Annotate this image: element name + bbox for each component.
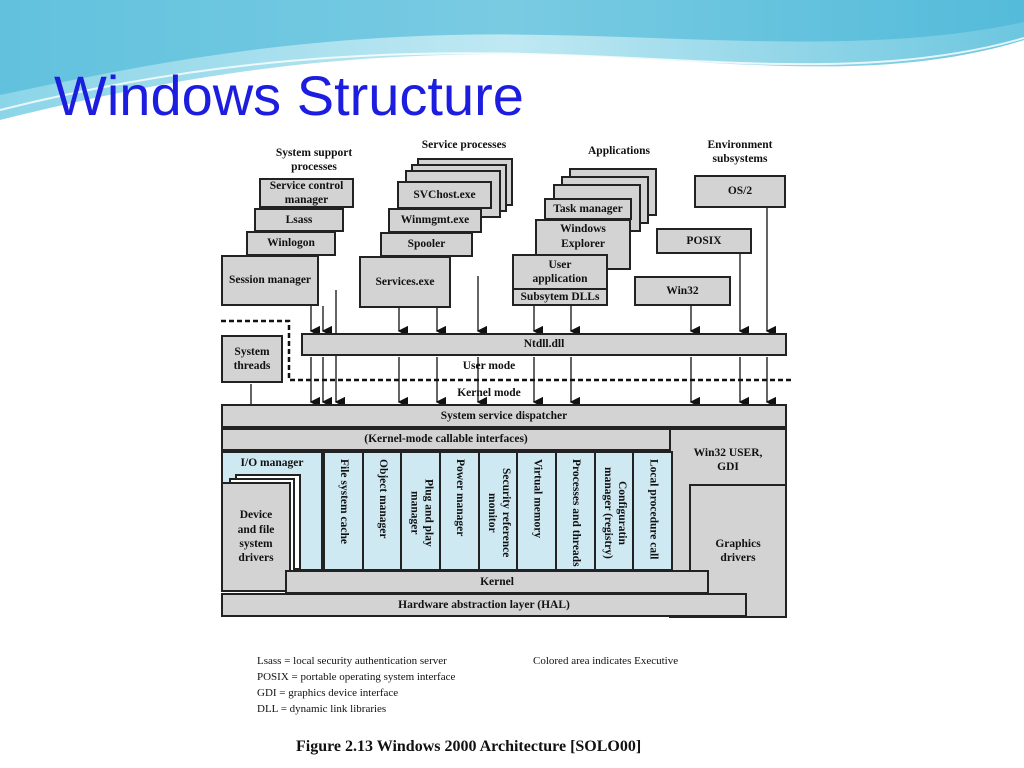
win32-label: Win32 <box>666 284 699 297</box>
session-manager-box: Session manager <box>221 255 319 306</box>
windows-explorer-label: Windows Explorer <box>560 223 606 250</box>
executive-component: Virtual memory <box>516 451 557 571</box>
system-service-dispatcher-bar: System service dispatcher <box>221 404 787 428</box>
executive-component: Local procedure call <box>632 451 673 571</box>
executive-component: Power manager <box>439 451 480 571</box>
device-drivers-box: Device and file system drivers <box>221 482 291 592</box>
service-control-manager-box: Service control manager <box>259 178 354 208</box>
legend: Lsass = local security authentication se… <box>257 654 455 718</box>
user-mode-label: User mode <box>462 360 516 372</box>
win32-box: Win32 <box>634 276 731 306</box>
spooler-label: Spooler <box>407 238 446 251</box>
hal-label: Hardware abstraction layer (HAL) <box>398 598 570 611</box>
winlogon-box: Winlogon <box>246 231 336 256</box>
architecture-diagram: System support processes Service process… <box>199 118 791 768</box>
executive-component-label: Configuratin manager (registry) <box>601 467 628 559</box>
user-application-label: User application <box>532 259 588 286</box>
legend-item: DLL = dynamic link libraries <box>257 702 387 715</box>
executive-components: File system cache Object manager Plug and … <box>323 451 673 571</box>
system-service-dispatcher-label: System service dispatcher <box>440 409 568 422</box>
executive-component-label: Security reference monitor <box>485 468 512 558</box>
legend-item: Lsass = local security authentication se… <box>257 655 447 667</box>
winmgmt-label: Winmgmt.exe <box>400 214 470 227</box>
ntdll-bar: Ntdll.dll <box>301 333 787 356</box>
services-exe-label: Services.exe <box>375 275 435 288</box>
kernel-label: Kernel <box>480 575 514 588</box>
os2-label: OS/2 <box>727 185 753 198</box>
system-threads-box: System threads <box>221 335 283 383</box>
graphics-drivers-label: Graphics drivers <box>715 537 761 564</box>
executive-component-label: Processes and threads <box>570 459 583 567</box>
legend-item: POSIX = portable operating system interf… <box>257 670 456 683</box>
executive-component: Processes and threads <box>555 451 596 571</box>
lsass-box: Lsass <box>254 208 344 232</box>
figure-caption: Figure 2.13 Windows 2000 Architecture [S… <box>296 738 642 755</box>
posix-box: POSIX <box>656 228 752 254</box>
posix-label: POSIX <box>686 234 722 247</box>
system-support-processes-heading: System support processes <box>275 147 353 174</box>
io-manager-label: I/O manager <box>240 457 304 469</box>
executive-component: File system cache <box>323 451 364 571</box>
executive-component-label: Object manager <box>376 459 389 539</box>
kernel-mode-callable-bar: (Kernel-mode callable interfaces) <box>221 428 671 451</box>
executive-component: Plug and play manager <box>400 451 441 571</box>
ntdll-label: Ntdll.dll <box>523 338 565 351</box>
subsystem-dlls-box: Subsytem DLLs <box>512 288 608 306</box>
device-drivers-label: Device and file system drivers <box>237 509 275 565</box>
os2-box: OS/2 <box>694 175 786 208</box>
executive-component-label: Local procedure call <box>647 459 660 560</box>
services-exe-box: Services.exe <box>359 256 451 308</box>
kernel-mode-label: Kernel mode <box>457 387 521 399</box>
legend-note: Colored area indicates Executive <box>533 655 679 667</box>
svchost-label: SVChost.exe <box>413 188 476 201</box>
slide-title: Windows Structure <box>54 64 524 127</box>
executive-component-label: Plug and play manager <box>408 479 435 547</box>
executive-component-label: Virtual memory <box>531 459 544 539</box>
session-manager-label: Session manager <box>228 274 312 287</box>
subsystem-dlls-label: Subsytem DLLs <box>520 290 600 303</box>
winmgmt-box: Winmgmt.exe <box>388 208 482 233</box>
win32-user-gdi-label: Win32 USER, GDI <box>693 447 763 474</box>
hal-bar: Hardware abstraction layer (HAL) <box>221 593 747 617</box>
lsass-label: Lsass <box>285 213 313 226</box>
spooler-box: Spooler <box>380 232 473 257</box>
system-threads-label: System threads <box>233 345 271 372</box>
applications-heading: Applications <box>588 145 650 157</box>
service-control-manager-label: Service control manager <box>269 179 344 206</box>
executive-component-label: File system cache <box>338 459 351 544</box>
executive-component: Object manager <box>361 451 403 571</box>
kernel-mode-callable-label: (Kernel-mode callable interfaces) <box>364 433 528 446</box>
environment-subsystems-heading: Environment subsystems <box>707 139 773 166</box>
winlogon-label: Winlogon <box>267 237 315 250</box>
executive-component-label: Power manager <box>454 459 467 537</box>
executive-component: Configuratin manager (registry) <box>593 451 635 571</box>
svchost-box: SVChost.exe <box>397 181 492 209</box>
task-manager-label: Task manager <box>553 202 623 215</box>
service-processes-heading: Service processes <box>421 139 507 151</box>
connector-lines <box>221 208 791 432</box>
task-manager-box: Task manager <box>544 198 632 220</box>
kernel-bar: Kernel <box>285 570 709 594</box>
legend-item: GDI = graphics device interface <box>257 686 399 699</box>
executive-component: Security reference monitor <box>477 451 519 571</box>
